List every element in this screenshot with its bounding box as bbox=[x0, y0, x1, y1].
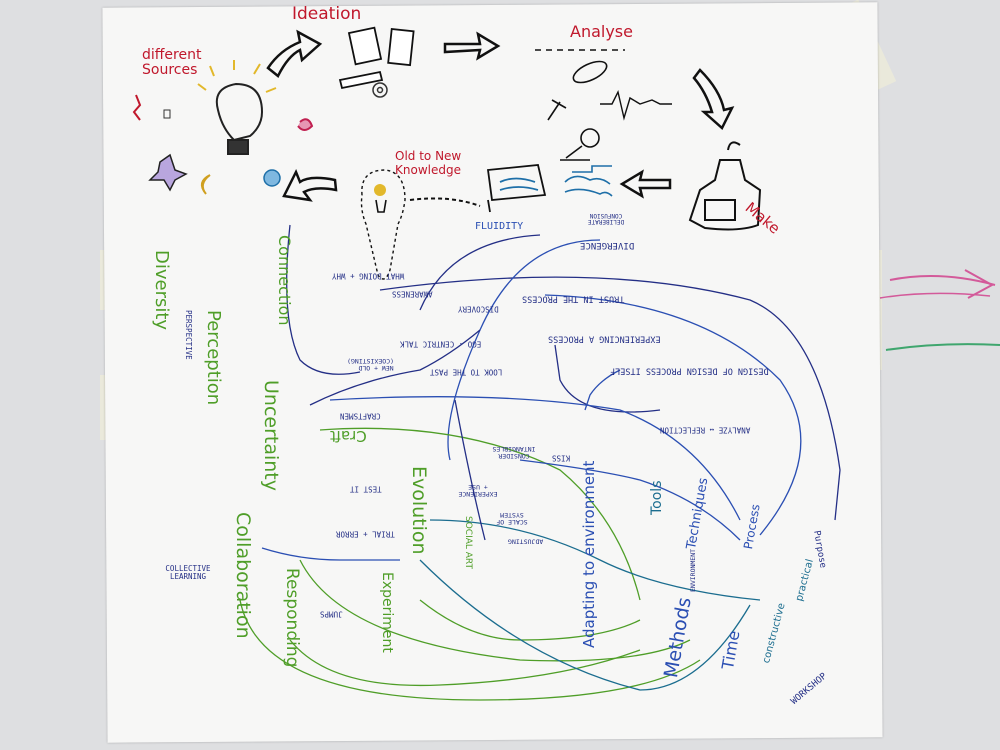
different-sources-label: different Sources bbox=[142, 47, 202, 78]
jumps-label: JUMPS bbox=[320, 609, 343, 619]
awareness-label: AWARENESS bbox=[392, 289, 433, 299]
responding-label: Responding bbox=[282, 568, 302, 668]
scale-of-system-label: SCALE OF SYSTEM bbox=[496, 511, 528, 527]
social-art-label: SOCIAL ART bbox=[463, 516, 473, 570]
new-old-label: NEW + OLD (COEXISTING) bbox=[347, 357, 394, 373]
ideation-label: Ideation bbox=[292, 4, 362, 24]
craft-label: Craft bbox=[330, 427, 367, 445]
head-icon bbox=[360, 169, 481, 280]
lightbulb-icon bbox=[197, 60, 277, 155]
apron-icon bbox=[688, 141, 762, 231]
collaboration-label: Collaboration bbox=[232, 512, 254, 639]
analyse-label: Analyse bbox=[570, 22, 633, 41]
what-doing-why-label: WHAT DOING + WHY bbox=[332, 271, 405, 281]
test-it-label: TEST IT bbox=[350, 484, 382, 494]
adapting-label: Adapting to environment bbox=[580, 460, 598, 648]
adjusting-label: ADJUSTING bbox=[508, 537, 544, 546]
uncertainty-label: Uncertainty bbox=[260, 380, 282, 492]
trust-in-process-label: TRUST IN THE PROCESS bbox=[522, 293, 625, 304]
globe-icon bbox=[263, 169, 281, 187]
consider-intangibles-label: CONSIDER INTANGIBLES bbox=[492, 445, 536, 461]
gear-icon bbox=[372, 82, 388, 98]
star-icon bbox=[148, 153, 188, 192]
papers-icon bbox=[338, 26, 415, 90]
kiss-label: KISS bbox=[552, 453, 571, 463]
ego-centric-label: EGO - CENTRIC TALK bbox=[400, 339, 482, 349]
experiment-label: Experiment bbox=[379, 572, 395, 653]
deliberate-confusion-label: DELIBERATE CONFUSION bbox=[587, 212, 625, 225]
divergence-label: DIVERGENCE bbox=[580, 240, 635, 250]
old-to-new-label: Old to New Knowledge bbox=[395, 149, 462, 177]
flower-icon bbox=[297, 118, 314, 131]
tools-label: Tools bbox=[649, 480, 665, 516]
cloud-icon bbox=[564, 165, 613, 197]
connection-label: Connection bbox=[275, 235, 294, 326]
analyze-reflection-label: ANALYZE ↔ REFLECTION bbox=[660, 425, 751, 435]
design-of-design-label: DESIGN OF DESIGN PROCESS ITSELF bbox=[610, 365, 769, 376]
trial-error-label: TRIAL + ERROR bbox=[336, 529, 395, 539]
evolution-label: Evolution bbox=[408, 466, 430, 555]
discovery-label: DISCOVERY bbox=[458, 304, 499, 314]
experiencing-process-label: EXPERIENCING A PROCESS bbox=[548, 333, 661, 344]
collective-learning-label: COLLECTIVE LEARNING bbox=[165, 564, 211, 581]
diversity-label: Diversity bbox=[151, 250, 172, 331]
environment-label: ENVIRONMENT bbox=[689, 548, 697, 592]
perception-label: Perception bbox=[203, 310, 224, 406]
experience-use-label: EXPERIENCE + USE bbox=[458, 483, 498, 499]
arrow-icon bbox=[266, 29, 735, 202]
craftsmen-label: CRAFTSMEN bbox=[340, 411, 381, 421]
squiggle-icon bbox=[132, 94, 142, 121]
look-to-past-label: LOOK TO THE PAST bbox=[430, 367, 503, 377]
moon-icon bbox=[200, 174, 211, 195]
fluidity-label: FLUIDITY bbox=[475, 221, 524, 232]
small-square-icon bbox=[163, 109, 171, 119]
analyse-icons bbox=[535, 49, 672, 161]
box-icon bbox=[486, 164, 547, 213]
perspective-label: PERSPECTIVE bbox=[184, 310, 193, 360]
